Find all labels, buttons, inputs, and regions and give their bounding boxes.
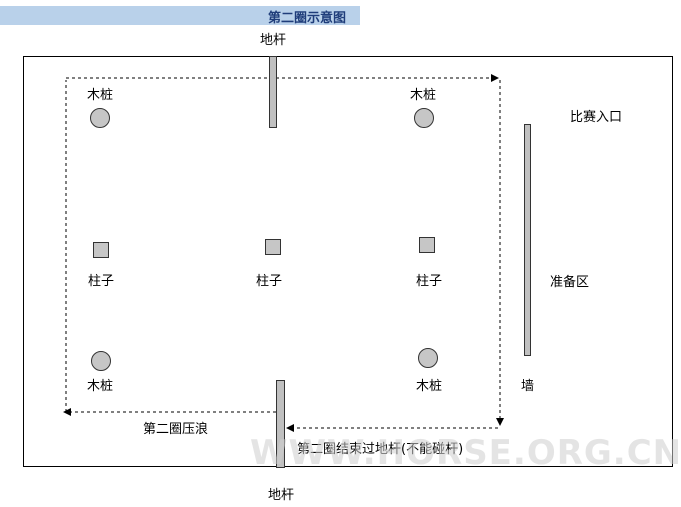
stake-bottom-left [91, 351, 111, 371]
pole-bottom-label: 地杆 [268, 488, 295, 503]
stake-label-bottom-left: 木桩 [87, 379, 114, 394]
stake-top-left [90, 108, 110, 128]
wall-label: 墙 [521, 379, 535, 394]
ground-pole-bottom [276, 380, 285, 468]
arena-boundary [23, 56, 673, 467]
pole-top-label: 地杆 [260, 33, 287, 48]
lap-end-label: 第二圈结束过地杆(不能碰杆) [297, 442, 464, 457]
watermark-text: WWW.HORSE.ORG.CN [250, 433, 681, 473]
post-label-right: 柱子 [416, 274, 443, 289]
prep-area-label: 准备区 [550, 275, 590, 290]
post-label-middle: 柱子 [256, 274, 283, 289]
page-title: 第二圈示意图 [268, 11, 347, 26]
stake-label-bottom-right: 木桩 [416, 379, 443, 394]
stake-bottom-right [418, 348, 438, 368]
ground-pole-top [269, 56, 277, 128]
title-bar [0, 6, 360, 25]
post-label-left: 柱子 [88, 274, 115, 289]
post-right [419, 237, 435, 253]
lap-path-label: 第二圈压浪 [143, 422, 209, 437]
entrance-label: 比赛入口 [570, 110, 623, 125]
wall-bar [524, 124, 531, 356]
stake-label-top-right: 木桩 [410, 88, 437, 103]
stake-label-top-left: 木桩 [87, 88, 114, 103]
post-middle [265, 239, 281, 255]
stake-top-right [414, 108, 434, 128]
post-left [93, 242, 109, 258]
